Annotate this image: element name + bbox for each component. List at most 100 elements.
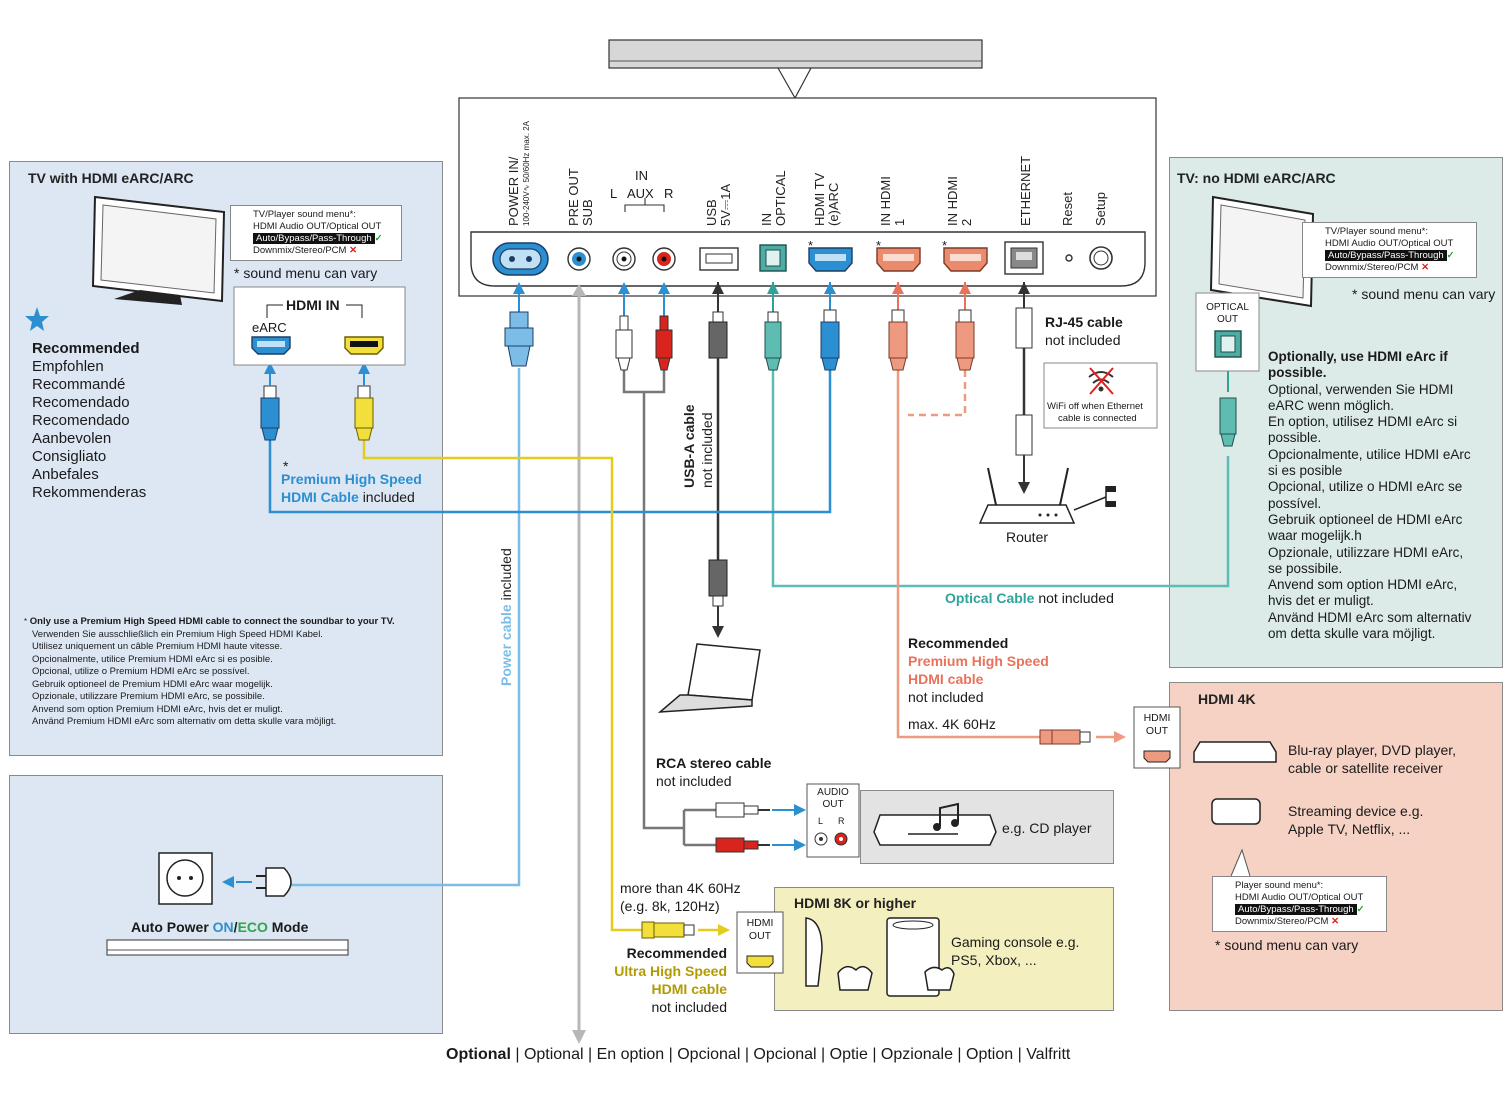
rj45-label-2: not included (1045, 332, 1121, 348)
soundbar-small-icon (106, 939, 349, 956)
footnote-1: Verwenden Sie ausschließlich ein Premium… (32, 628, 323, 640)
optional-footer: Optional | Optional | En option | Opcion… (446, 1046, 1070, 1064)
hdmi-tv-port (808, 247, 853, 272)
footnote-5: Gebruik optioneel de Premium HDMI eArc w… (32, 678, 273, 690)
hdmi1-label: IN HDMI 1 (878, 176, 907, 226)
power-label: POWER IN/ (506, 156, 521, 226)
earc-hdmi-port (251, 336, 291, 355)
earc-cable-asterisk: * (283, 458, 289, 474)
recommended-8: Rekommenderas (32, 484, 147, 501)
star-icon (25, 307, 49, 331)
hdmi-port-yellow (344, 336, 384, 355)
hdmi-8k-cable (354, 362, 730, 939)
usb-cable-not-included: not included (699, 412, 715, 488)
bluray-label-1: Blu-ray player, DVD player, (1288, 742, 1457, 758)
earc-label: eARC (252, 320, 287, 335)
cross-icon: ✕ (1421, 262, 1430, 273)
menu-line1-r: HDMI Audio OUT/Optical OUT (1325, 238, 1454, 249)
label-aux: AUX (627, 186, 654, 201)
bluray-label-2: cable or satellite receiver (1288, 760, 1443, 776)
cd-player-label: e.g. CD player (1002, 820, 1092, 836)
usb-label: USB 5V⎓1A (704, 183, 733, 226)
optional-line-4: Opcionalmente, utilice HDMI eArc (1268, 446, 1471, 462)
hdmi4k-cable1: Premium High Speed (908, 653, 1049, 669)
player-menu-note: * sound menu can vary (1215, 937, 1359, 953)
optional-line-12: Anvend som option HDMI eArc, (1268, 577, 1458, 593)
reset-button (1065, 254, 1073, 262)
recommended-2: Recommandé (32, 376, 126, 393)
optional-line-14: Använd HDMI eArc som alternativ (1268, 609, 1472, 625)
router-icon (978, 467, 1116, 524)
tv-earc-sound-menu: TV/Player sound menu*: HDMI Audio OUT/Op… (230, 205, 402, 261)
gaming-label-2: PS5, Xbox, ... (951, 952, 1037, 968)
power-cable-name: Power cable (498, 604, 514, 686)
optional-line-6: Opcional, utilize o HDMI eArc se (1268, 479, 1463, 495)
tv-no-earc-icon (1209, 195, 1315, 308)
menu-title: TV/Player sound menu*: (253, 209, 356, 220)
label-hdmi-tv: HDMI TV (e)ARC (812, 158, 841, 226)
ethernet-cable (1015, 282, 1033, 494)
power-port (492, 242, 549, 276)
optional-line-11: se possibile. (1268, 560, 1343, 576)
streaming-device-icon (1211, 798, 1261, 825)
usb-cable-name: USB-A cable (681, 404, 697, 488)
wifi-note-2: cable is connected (1058, 413, 1137, 424)
ethernet-label: ETHERNET (1018, 155, 1033, 226)
asterisk-hdmi-tv: * (808, 238, 814, 253)
earc-cable-line1: Premium High Speed (281, 471, 422, 487)
hdmi-8k-title: HDMI 8K or higher (794, 895, 917, 911)
menu-title-p: Player sound menu*: (1235, 880, 1324, 891)
optional-line-13: hvis det er muligt. (1268, 593, 1374, 609)
soundbar (608, 39, 983, 100)
optional-line-9: waar mogelijk.h (1268, 528, 1362, 544)
preout-sub-port (567, 247, 591, 271)
footnote-6: Opzionale, utilizzare Premium HDMI eArc,… (32, 691, 265, 702)
audio-out-r: R (838, 816, 845, 826)
ethernet-port (1004, 241, 1044, 275)
rca-label-2: not included (656, 773, 732, 789)
recommended-1: Empfohlen (32, 358, 104, 375)
optional-rest: | Optional | En option | Opcional | Opci… (510, 1046, 1071, 1063)
audio-out-l: L (818, 816, 824, 826)
earc-cable-included: included (362, 489, 415, 505)
hdmi-4k-title: HDMI 4K (1198, 691, 1256, 707)
label-power-spec: 100-240V∿ 50/60Hz max. 2A (522, 121, 531, 226)
power-cable-included: included (498, 548, 514, 601)
check-icon: ✓ (1356, 904, 1365, 915)
check-icon: ✓ (1446, 250, 1455, 261)
asterisk-hdmi1: * (876, 238, 882, 253)
tv-earc-menu-note: * sound menu can vary (234, 265, 378, 281)
auto-power-on: ON (212, 919, 234, 935)
earc-cable-name: HDMI Cable (281, 489, 359, 505)
hdmi1-port (876, 247, 921, 272)
usb-cable (708, 282, 728, 638)
streaming-label-1: Streaming device e.g. (1288, 803, 1424, 819)
cross-icon: ✕ (349, 245, 358, 256)
auto-power-eco: ECO (237, 919, 268, 935)
port-strip (470, 231, 1146, 287)
label-aux-l: L (610, 186, 618, 201)
auto-power-suffix: Mode (271, 919, 309, 935)
footnote-3: Opcionalmente, utilice Premium HDMI eArc… (32, 653, 273, 665)
optical-cable-name: Optical Cable (945, 590, 1035, 606)
recommended-3: Recomendado (32, 394, 130, 411)
footnote-7: Anvend som option Premium HDMI eArc, hvi… (32, 703, 283, 715)
optional-line-10: Opzionale, utilizzare HDMI eArc, (1268, 544, 1464, 560)
footnote-2: Utilisez uniquement un câble Premium HDM… (32, 641, 283, 652)
hdmi4k-cable2: HDMI cable (908, 671, 984, 687)
rj45-label-1: RJ-45 cable (1045, 314, 1123, 330)
optical-label: IN OPTICAL (759, 170, 788, 226)
hdmi8k-rec: Recommended (626, 945, 727, 961)
optical-cable-not-included: not included (1038, 590, 1114, 606)
label-reset: Reset (1060, 192, 1075, 226)
bluray-player-icon (1193, 741, 1277, 763)
recommended-5: Aanbevolen (32, 430, 112, 447)
aux-r-port (652, 247, 676, 271)
label-ethernet: ETHERNET (1018, 156, 1033, 226)
asterisk-hdmi2: * (942, 238, 948, 253)
audio-out-label: AUDIO OUT (817, 787, 849, 810)
power-panel (9, 775, 443, 1034)
hdmi-in1-cable (888, 282, 1126, 745)
xbox-icon (886, 917, 955, 997)
